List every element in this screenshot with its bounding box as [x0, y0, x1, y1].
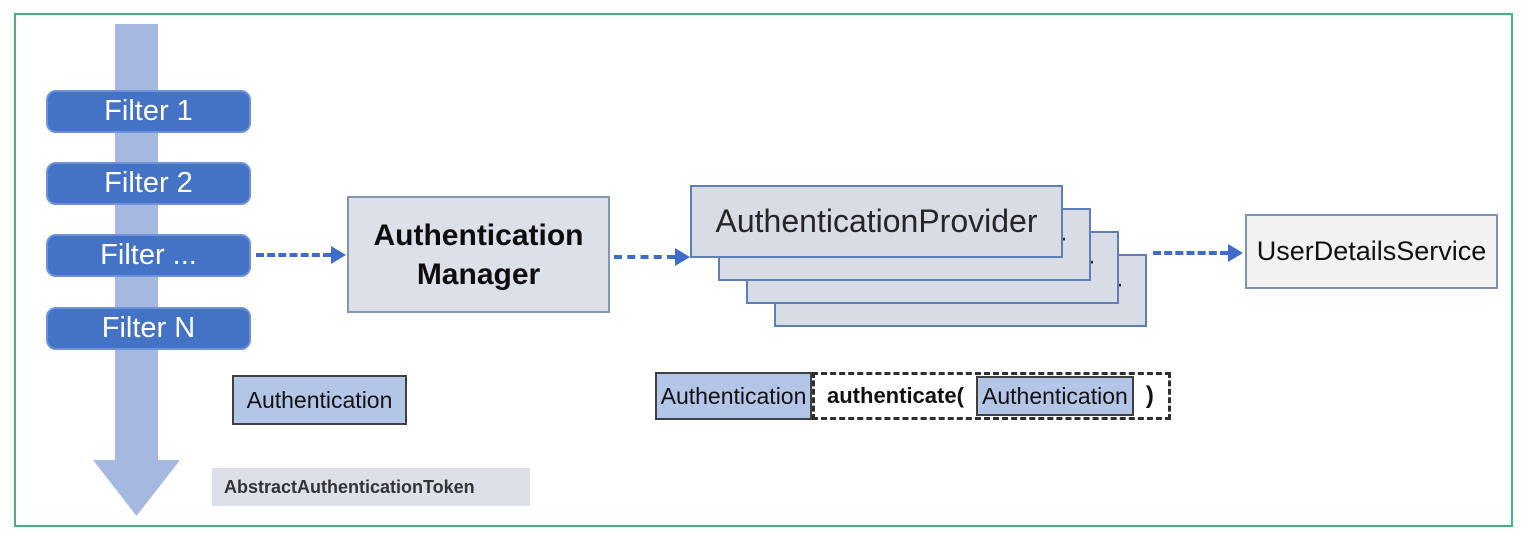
filter-1-label: Filter 1: [104, 95, 193, 127]
arrowhead-icon: [675, 248, 690, 266]
close-paren-label: ): [1145, 382, 1154, 409]
filter-2-label: Filter 2: [104, 167, 193, 199]
filter-2-box: Filter 2: [46, 162, 251, 205]
manager-to-provider-arrow: [614, 247, 690, 267]
filter-more-box: Filter ...: [46, 234, 251, 277]
authentication-manager-box: Authentication Manager: [347, 196, 610, 313]
authenticate-call-expression: Authentication authenticate( Authenticat…: [655, 372, 1171, 420]
abstract-authentication-token-label: AbstractAuthenticationToken: [224, 476, 475, 497]
dashed-line: [1153, 251, 1228, 255]
authenticate-method-dashed-box: authenticate( Authentication ): [812, 372, 1171, 420]
diagram-frame-border: [14, 13, 1513, 527]
authentication-parameter-box: Authentication: [975, 376, 1134, 416]
authenticate-method-label: authenticate(: [827, 383, 964, 408]
dashed-line: [614, 255, 675, 259]
arrowhead-icon: [331, 246, 346, 264]
authentication-manager-label-line2: Manager: [416, 257, 541, 291]
authentication-token-box: Authentication: [232, 375, 407, 425]
authentication-argument-box: Authentication: [655, 372, 812, 420]
filter-n-label: Filter N: [101, 312, 196, 344]
user-details-service-box: UserDetailsService: [1245, 214, 1498, 289]
authentication-parameter-label: Authentication: [982, 382, 1128, 409]
authentication-manager-label-line1: Authentication: [373, 218, 584, 252]
user-details-service-label: UserDetailsService: [1256, 236, 1487, 266]
authentication-provider-box-1: AuthenticationProvider: [690, 185, 1063, 258]
abstract-authentication-token-box: AbstractAuthenticationToken: [212, 468, 530, 506]
dashed-line: [256, 253, 331, 257]
authentication-token-label: Authentication: [246, 386, 393, 413]
provider-to-service-arrow: [1153, 243, 1243, 263]
arrowhead-icon: [1228, 244, 1243, 262]
authentication-provider-label: AuthenticationProvider: [715, 203, 1038, 239]
filter-more-label: Filter ...: [100, 239, 197, 271]
authentication-argument-label: Authentication: [660, 382, 807, 409]
filter-n-box: Filter N: [46, 307, 251, 350]
filter-1-box: Filter 1: [46, 90, 251, 133]
authentication-provider-stack: AuthenticationProvider AuthenticationPro…: [690, 185, 1160, 355]
filter-to-manager-arrow: [256, 245, 346, 265]
